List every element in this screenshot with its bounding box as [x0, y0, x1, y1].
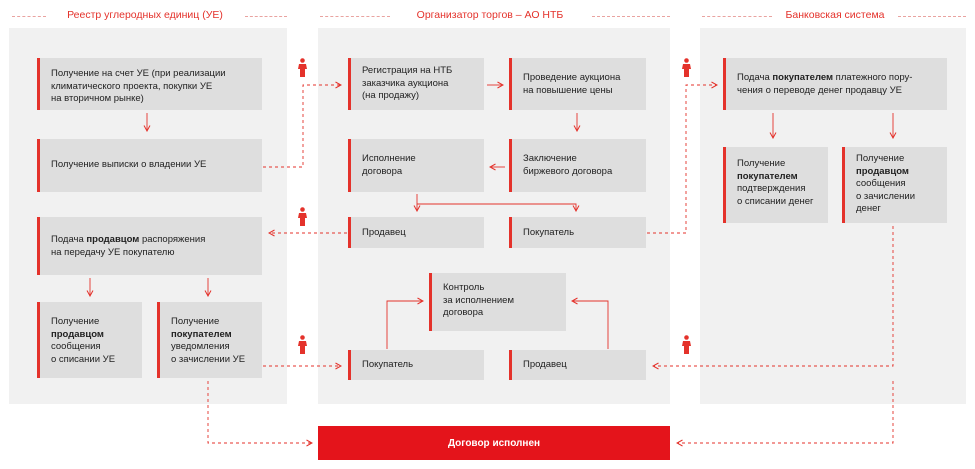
header-rule — [702, 16, 772, 17]
header-rule — [898, 16, 966, 17]
control-box: Контроль за исполнением договора — [429, 273, 566, 331]
bank-seller-message-box: Получение продавцом сообщения о зачислен… — [842, 147, 947, 223]
text-bold: покупателем — [737, 170, 798, 182]
buyer-notice-box: Получение покупателем уведомления о зачи… — [157, 302, 262, 378]
buyer-notice-text: Получение покупателем уведомления о зачи… — [171, 316, 256, 366]
text-part: платежного пору- чения о переводе денег … — [737, 72, 913, 96]
receive-account-box: Получение на счет УЕ (при реализации кли… — [37, 58, 262, 110]
statement-box: Получение выписки о владении УЕ — [37, 139, 262, 192]
arrow — [417, 203, 576, 211]
text-bold: продавцом — [51, 328, 104, 340]
payment-order-box: Подача покупателем платежного пору- чени… — [723, 58, 947, 110]
buyer-top-text: Покупатель — [523, 227, 575, 238]
seller-bottom-text: Продавец — [523, 359, 567, 370]
buyer-top-box: Покупатель — [509, 217, 646, 248]
text-part: Подача — [737, 72, 773, 83]
header-rule — [320, 16, 390, 17]
arrow — [386, 301, 423, 349]
person-icon — [682, 335, 691, 354]
seller-message-box: Получение продавцом сообщения о списании… — [37, 302, 142, 378]
contract-fulfilled-bar: Договор исполнен — [318, 426, 670, 460]
bank-seller-message-text: Получение продавцом сообщения о зачислен… — [856, 153, 941, 216]
conclusion-text: Заключение биржевого договора — [523, 153, 613, 177]
person-icon — [298, 207, 307, 226]
text-part: Получение — [856, 153, 905, 164]
column-title-organizer: Организатор торгов – АО НТБ — [416, 9, 564, 21]
column-title-bank: Банковская система — [785, 9, 885, 21]
control-text: Контроль за исполнением договора — [443, 282, 514, 318]
execution-text: Исполнение договора — [362, 153, 416, 177]
text-part: уведомления о зачислении УЕ — [171, 341, 246, 365]
conclusion-box: Заключение биржевого договора — [509, 139, 646, 192]
text-part: Получение — [51, 316, 100, 327]
payment-order-text: Подача покупателем платежного пору- чени… — [737, 72, 941, 97]
execution-box: Исполнение договора — [348, 139, 484, 192]
text-bold: покупателем — [171, 328, 232, 340]
receive-account-text: Получение на счет УЕ (при реализации кли… — [51, 68, 226, 104]
seller-bottom-box: Продавец — [509, 350, 646, 380]
person-icon — [298, 335, 307, 354]
seller-top-box: Продавец — [348, 217, 484, 248]
text-part: Получение — [737, 158, 786, 169]
person-icon — [298, 58, 307, 77]
text-bold: продавцом — [86, 234, 140, 245]
dashed-arrow — [263, 85, 341, 168]
buyer-confirm-box: Получение покупателем подтверждения о сп… — [723, 147, 828, 223]
header-rule — [592, 16, 670, 17]
text-part: Подача — [51, 234, 87, 245]
dashed-arrow — [647, 85, 717, 234]
seller-order-box: Подача продавцом распоряжения на передач… — [37, 217, 262, 275]
text-part: распоряжения на передачу УЕ покупателю — [51, 234, 206, 258]
buyer-bottom-text: Покупатель — [362, 359, 414, 370]
text-bold: покупателем — [772, 72, 834, 83]
dashed-arrow — [653, 226, 894, 366]
header-rule — [12, 16, 46, 17]
text-part: подтверждения о списании денег — [737, 183, 814, 207]
seller-order-text: Подача продавцом распоряжения на передач… — [51, 234, 256, 259]
text-part: Получение — [171, 316, 220, 327]
text-part: сообщения о зачислении денег — [856, 178, 916, 214]
buyer-bottom-box: Покупатель — [348, 350, 484, 380]
statement-text: Получение выписки о владении УЕ — [51, 159, 207, 170]
person-icon — [682, 58, 691, 77]
header-rule — [245, 16, 287, 17]
registration-text: Регистрация на НТБ заказчика аукциона (н… — [362, 65, 453, 101]
seller-message-text: Получение продавцом сообщения о списании… — [51, 316, 136, 366]
auction-text: Проведение аукциона на повышение цены — [523, 72, 621, 96]
seller-top-text: Продавец — [362, 227, 406, 238]
dashed-arrow — [677, 381, 894, 443]
text-part: сообщения о списании УЕ — [51, 341, 116, 365]
registration-box: Регистрация на НТБ заказчика аукциона (н… — [348, 58, 484, 110]
auction-box: Проведение аукциона на повышение цены — [509, 58, 646, 110]
buyer-confirm-text: Получение покупателем подтверждения о сп… — [737, 158, 822, 208]
text-bold: продавцом — [856, 165, 909, 177]
dashed-arrow — [207, 381, 312, 443]
column-title-registry: Реестр углеродных единиц (УЕ) — [67, 9, 223, 21]
arrow — [572, 301, 609, 349]
